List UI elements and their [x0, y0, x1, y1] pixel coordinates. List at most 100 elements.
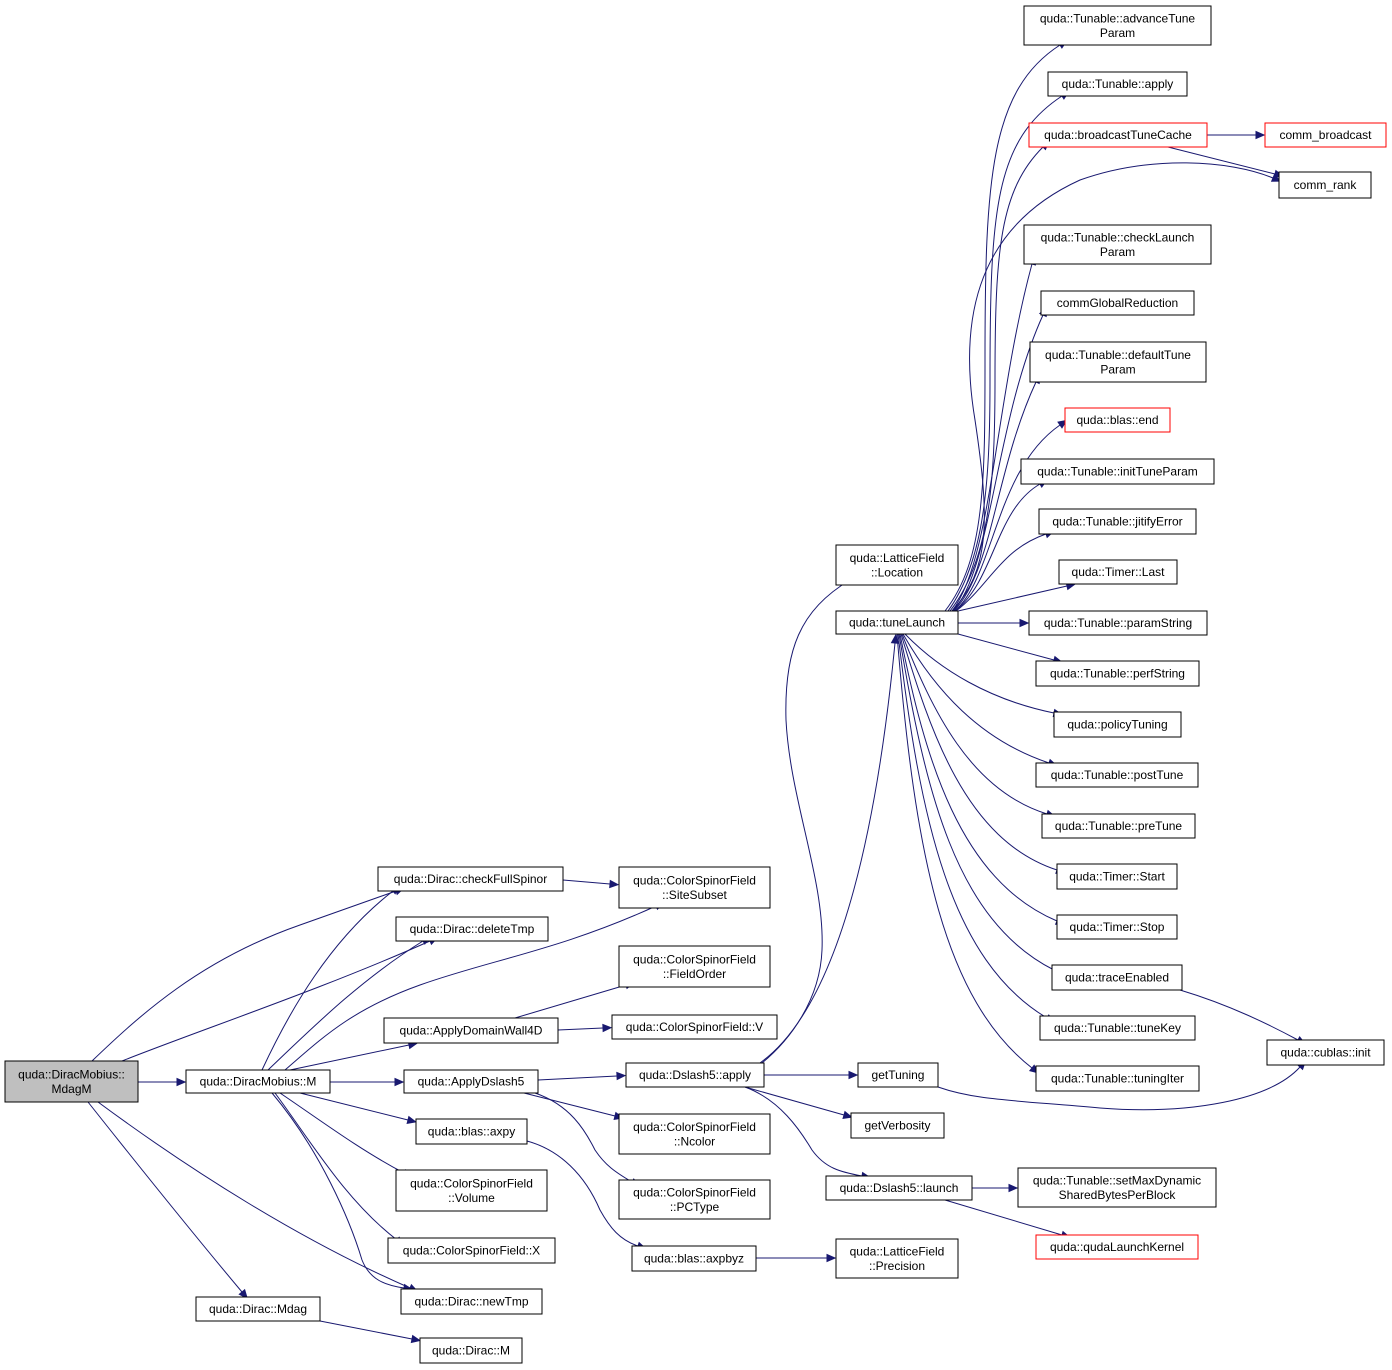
node-pre-tune[interactable]: quda::Tunable::preTune	[1041, 813, 1196, 839]
node-label: quda::Timer::Stop	[1070, 920, 1165, 934]
node-label: quda::ColorSpinorField	[633, 952, 756, 966]
node-dirac-mdag[interactable]: quda::Dirac::Mdag	[195, 1296, 321, 1322]
node-label: quda::blas::axpbyz	[644, 1252, 744, 1266]
node-box	[1028, 610, 1208, 636]
edge-tune_launch-to-param_string	[958, 618, 1030, 628]
edge-diracmobius_m-to-blas_axpy	[299, 1092, 417, 1125]
node-csf-pctype[interactable]: quda::ColorSpinorField::PCType	[618, 1179, 771, 1220]
node-set-max-dyn-shared[interactable]: quda::Tunable::setMaxDynamicSharedBytesP…	[1017, 1167, 1217, 1208]
edge-line	[557, 1027, 604, 1031]
node-param-string[interactable]: quda::Tunable::paramString	[1028, 610, 1208, 636]
arrowhead-icon	[609, 879, 620, 889]
node-get-tuning[interactable]: getTuning	[857, 1062, 939, 1088]
node-label: quda::Timer::Start	[1069, 870, 1165, 884]
node-policy-tuning[interactable]: quda::policyTuning	[1053, 711, 1182, 738]
edge-tune_launch-to-comm_rank	[951, 162, 1282, 612]
node-csf-ncolor[interactable]: quda::ColorSpinorField::Ncolor	[618, 1113, 771, 1155]
node-timer-start[interactable]: quda::Timer::Start	[1056, 863, 1178, 890]
node-label: ::Location	[871, 565, 923, 579]
node-new-tmp[interactable]: quda::Dirac::newTmp	[400, 1288, 543, 1315]
edge-dslash5_apply-to-tune_launch	[759, 633, 900, 1064]
node-label: quda::ColorSpinorField	[633, 1185, 756, 1199]
node-blas-end[interactable]: quda::blas::end	[1064, 407, 1171, 433]
node-label: quda::Tunable::tuneKey	[1054, 1021, 1181, 1035]
node-label: quda::Tunable::tuningIter	[1051, 1072, 1184, 1086]
node-trace-enabled[interactable]: quda::traceEnabled	[1051, 964, 1183, 991]
node-dslash5-apply[interactable]: quda::Dslash5::apply	[625, 1062, 765, 1088]
node-dirac-m[interactable]: quda::Dirac::M	[419, 1337, 523, 1364]
node-init-tune-param[interactable]: quda::Tunable::initTuneParam	[1020, 458, 1215, 485]
node-tune-launch[interactable]: quda::tuneLaunch	[835, 610, 959, 635]
edge-line	[271, 1092, 405, 1289]
node-box	[1029, 341, 1207, 383]
edge-line	[944, 44, 1061, 612]
node-label: ::Precision	[869, 1259, 925, 1273]
node-get-verbosity[interactable]: getVerbosity	[850, 1112, 945, 1139]
node-label: quda::policyTuning	[1067, 718, 1167, 732]
node-label: quda::ColorSpinorField	[410, 1176, 533, 1190]
node-csf-site-subset[interactable]: quda::ColorSpinorField::SiteSubset	[618, 866, 771, 909]
edge-line	[955, 533, 1047, 612]
node-comm-global-reduction[interactable]: commGlobalReduction	[1040, 290, 1195, 316]
node-check-full-spinor[interactable]: quda::Dirac::checkFullSpinor	[377, 866, 564, 892]
node-label: SharedBytesPerBlock	[1059, 1188, 1177, 1202]
node-comm-rank[interactable]: comm_rank	[1278, 171, 1372, 199]
node-blas-axpbyz[interactable]: quda::blas::axpbyz	[631, 1245, 757, 1272]
node-tune-key[interactable]: quda::Tunable::tuneKey	[1039, 1015, 1196, 1041]
node-dslash5-launch[interactable]: quda::Dslash5::launch	[825, 1175, 973, 1201]
edge-tune_launch-to-perf_string	[957, 633, 1063, 664]
arrowhead-icon	[842, 1110, 853, 1119]
node-box	[1028, 122, 1208, 148]
node-timer-stop[interactable]: quda::Timer::Stop	[1056, 914, 1178, 940]
edge-broadcast_tune_cache-to-comm_broadcast	[1207, 130, 1266, 140]
node-box	[395, 916, 549, 942]
node-diracmobius-m[interactable]: quda::DiracMobius::M	[185, 1069, 331, 1094]
node-lattice-location[interactable]: quda::LatticeField::Location	[835, 544, 959, 586]
node-cublas-init[interactable]: quda::cublas::init	[1266, 1039, 1385, 1066]
node-lattice-precision[interactable]: quda::LatticeField::Precision	[835, 1238, 959, 1279]
edge-tune_launch-to-jitify_error	[955, 530, 1055, 612]
node-csf-x[interactable]: quda::ColorSpinorField::X	[387, 1237, 556, 1264]
node-timer-last[interactable]: quda::Timer::Last	[1058, 559, 1178, 585]
edge-line	[274, 1092, 398, 1241]
edge-line	[900, 633, 1058, 871]
node-mdagm[interactable]: quda::DiracMobius::MdagM	[4, 1060, 139, 1103]
node-box	[403, 1069, 539, 1094]
node-label: ::PCType	[670, 1200, 720, 1214]
node-comm-broadcast[interactable]: comm_broadcast	[1264, 122, 1387, 148]
edge-line	[957, 585, 1068, 612]
node-csf-field-order[interactable]: quda::ColorSpinorField::FieldOrder	[618, 945, 771, 988]
node-blas-axpy[interactable]: quda::blas::axpy	[415, 1118, 528, 1145]
node-label: ::Volume	[448, 1191, 495, 1205]
node-post-tune[interactable]: quda::Tunable::postTune	[1035, 762, 1199, 788]
edge-apply_domain_wall_4d-to-csf_v	[557, 1023, 613, 1033]
edge-mdagm-to-new_tmp	[97, 1101, 419, 1292]
node-box	[618, 866, 771, 909]
node-tuning-iter[interactable]: quda::Tunable::tuningIter	[1035, 1065, 1200, 1092]
node-apply-domain-wall-4d[interactable]: quda::ApplyDomainWall4D	[383, 1017, 559, 1044]
node-box	[835, 1238, 959, 1279]
node-perf-string[interactable]: quda::Tunable::perfString	[1035, 660, 1200, 687]
node-label: getVerbosity	[864, 1119, 930, 1133]
node-broadcast-tune-cache[interactable]: quda::broadcastTuneCache	[1028, 122, 1208, 148]
node-quda-launch-kernel[interactable]: quda::qudaLaunchKernel	[1035, 1234, 1199, 1260]
edge-line	[1179, 989, 1299, 1041]
node-apply-dslash5[interactable]: quda::ApplyDslash5	[403, 1069, 539, 1094]
edge-line	[1167, 146, 1276, 175]
node-delete-tmp[interactable]: quda::Dirac::deleteTmp	[395, 916, 549, 942]
edge-line	[897, 633, 1048, 1019]
node-tunable-apply[interactable]: quda::Tunable::apply	[1047, 71, 1188, 97]
node-box	[1040, 290, 1195, 316]
arrowhead-icon	[1255, 130, 1266, 140]
node-label: quda::Tunable::checkLaunch	[1041, 230, 1195, 244]
edge-line	[957, 633, 1055, 661]
arrowhead-icon	[1019, 618, 1030, 628]
node-csf-v[interactable]: quda::ColorSpinorField::V	[611, 1014, 778, 1040]
node-label: comm_rank	[1294, 178, 1358, 192]
node-csf-volume[interactable]: quda::ColorSpinorField::Volume	[395, 1169, 548, 1212]
node-jitify-error[interactable]: quda::Tunable::jitifyError	[1038, 508, 1197, 535]
edge-dslash5_apply-to-get_verbosity	[744, 1086, 853, 1119]
